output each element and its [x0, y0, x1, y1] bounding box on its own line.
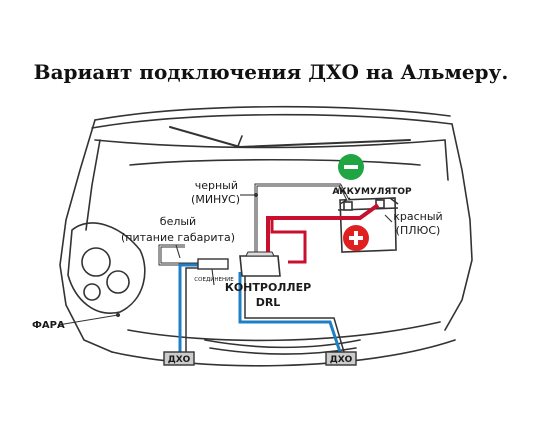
label-parking-power: (питание габарита): [121, 231, 235, 244]
label-drl-right: ДХО: [330, 355, 353, 365]
diagram-title: Вариант подключения ДХО на Альмеру.: [33, 60, 509, 84]
drl-lamp-right: [325, 351, 357, 366]
label-controller-line1: КОНТРОЛЛЕР: [225, 281, 311, 294]
label-black: черный: [195, 179, 238, 192]
label-red: красный: [393, 210, 442, 223]
leader-lines: [57, 184, 393, 326]
label-plus: (ПЛЮС): [396, 224, 441, 237]
label-minus: (МИНУС): [191, 193, 240, 206]
label-headlight: ФАРА: [32, 320, 65, 331]
label-white: белый: [160, 215, 196, 228]
minus-icon: [338, 154, 364, 180]
plus-icon: [343, 225, 369, 251]
label-connection: СОЕДИНЕНИЕ: [194, 277, 234, 283]
connection-block: [197, 258, 229, 270]
controller-box: [239, 255, 281, 277]
blue-wire-right-drl: [238, 272, 342, 353]
drl-lamp-left: [163, 351, 195, 366]
label-battery: АККУМУЛЯТОР: [332, 187, 412, 197]
label-controller-line2: DRL: [256, 296, 281, 309]
blue-wire-left-drl: [178, 263, 200, 355]
label-drl-left: ДХО: [168, 355, 191, 365]
